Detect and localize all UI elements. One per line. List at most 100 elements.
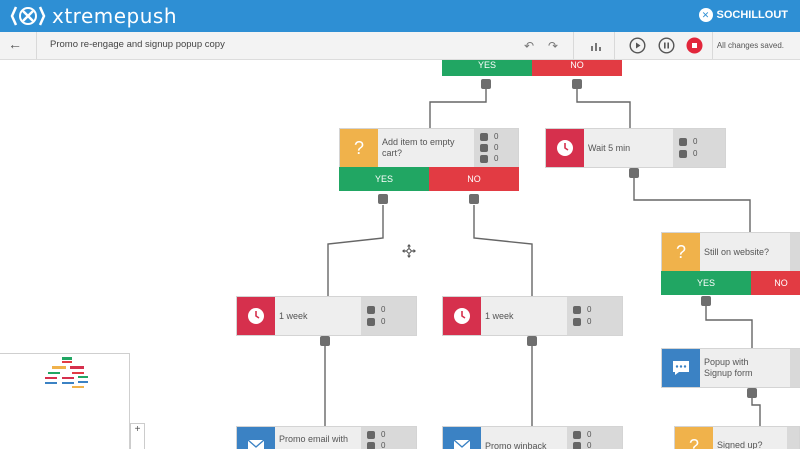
account-name: SOCHILLOUT (716, 9, 789, 21)
users-icon (679, 137, 687, 146)
svg-text:?: ? (689, 436, 699, 449)
output-port[interactable] (527, 336, 537, 346)
toolbar-divider (573, 32, 574, 59)
svg-text:?: ? (676, 242, 686, 262)
output-port[interactable] (481, 79, 491, 89)
node-stats: 0 0 (361, 427, 416, 449)
node-popup-signup[interactable]: Popup with Signup form (661, 348, 800, 388)
clock-small-icon (573, 317, 581, 326)
output-port[interactable] (320, 336, 330, 346)
node-promo-winback[interactable]: Promo winback 0 0 (442, 426, 623, 449)
account-badge-icon: ✕ (698, 8, 713, 22)
app-bar: xtremepush ✕ SOCHILLOUT (0, 0, 800, 32)
top-yes-branch[interactable]: YES (442, 60, 532, 76)
clock-small-icon (679, 149, 687, 158)
cart-yes-branch[interactable]: YES (339, 167, 429, 191)
node-label: Popup with Signup form (704, 357, 753, 378)
users-icon (480, 132, 488, 141)
node-stats (790, 349, 800, 387)
flow-canvas[interactable]: YES NO ? Add item to empty cart? 0 0 0 Y… (0, 60, 800, 449)
website-no-branch[interactable]: NO (751, 271, 800, 295)
website-yes-branch[interactable]: YES (661, 271, 751, 295)
campaign-title[interactable]: Promo re-engage and signup popup copy (50, 39, 225, 50)
clock-small-icon (367, 317, 375, 326)
node-stats: 0 0 0 (474, 129, 518, 167)
svg-text:?: ? (354, 138, 364, 158)
brand-name: xtremepush (52, 4, 178, 28)
check-icon (480, 143, 488, 152)
output-port[interactable] (747, 388, 757, 398)
move-cursor-icon (402, 244, 416, 258)
clock-icon (546, 129, 584, 167)
mail-open-icon (573, 441, 581, 449)
node-stats (787, 427, 799, 449)
node-still-on-website[interactable]: ? Still on website? (661, 232, 800, 272)
node-stats: 0 0 (361, 297, 416, 335)
connector (705, 300, 753, 348)
stats-icon[interactable] (588, 38, 604, 54)
redo-icon[interactable]: ↷ (547, 39, 559, 53)
node-label: Add item to empty cart? (382, 137, 455, 158)
node-stats: 0 0 (673, 129, 725, 167)
question-icon: ? (662, 233, 700, 271)
question-icon: ? (675, 427, 713, 449)
node-1-week-left[interactable]: 1 week 0 0 (236, 296, 417, 336)
play-icon[interactable] (629, 37, 646, 54)
cancel-icon (480, 154, 488, 163)
node-stats: 0 0 (567, 427, 622, 449)
output-port[interactable] (701, 296, 711, 306)
save-status: All changes saved. (716, 41, 784, 50)
flow-minimap[interactable] (0, 353, 130, 449)
xtremepush-logo-icon (10, 6, 46, 26)
email-icon (443, 427, 481, 449)
undo-icon[interactable]: ↶ (523, 39, 535, 53)
connector (429, 86, 487, 128)
node-label: Wait 5 min (588, 143, 631, 153)
output-port[interactable] (378, 194, 388, 204)
node-label: Signed up? (717, 440, 763, 449)
node-stats (790, 233, 800, 271)
node-stats: 0 0 (567, 297, 622, 335)
node-1-week-right[interactable]: 1 week 0 0 (442, 296, 623, 336)
connector (633, 175, 751, 232)
website-branch-switch: YES NO (661, 271, 800, 295)
chat-icon (662, 349, 700, 387)
clock-icon (443, 297, 481, 335)
connector (576, 86, 631, 130)
email-icon (237, 427, 275, 449)
mail-open-icon (367, 441, 375, 449)
editor-toolbar: ← Promo re-engage and signup popup copy … (0, 32, 800, 60)
users-icon (573, 305, 581, 314)
toolbar-divider (36, 32, 37, 59)
node-promo-email[interactable]: Promo email with 0 0 (236, 426, 417, 449)
zoom-in-button[interactable]: + (134, 424, 141, 435)
top-branch-switch: YES NO (442, 60, 622, 76)
cart-no-branch[interactable]: NO (429, 167, 519, 191)
mail-sent-icon (573, 430, 581, 439)
node-label: 1 week (279, 311, 308, 321)
node-label: 1 week (485, 311, 514, 321)
node-signed-up[interactable]: ? Signed up? (674, 426, 800, 449)
node-label: Promo email with (279, 434, 349, 444)
brand-logo[interactable]: xtremepush (10, 4, 177, 28)
back-arrow-icon[interactable]: ← (8, 36, 22, 52)
account-menu[interactable]: ✕ SOCHILLOUT (698, 8, 789, 22)
minimap-preview (45, 357, 88, 388)
clock-icon (237, 297, 275, 335)
stop-icon[interactable] (686, 37, 703, 54)
users-icon (367, 305, 375, 314)
node-add-to-cart[interactable]: ? Add item to empty cart? 0 0 0 (339, 128, 519, 168)
zoom-controls: + (130, 423, 145, 449)
output-port[interactable] (469, 194, 479, 204)
output-port[interactable] (629, 168, 639, 178)
pause-icon[interactable] (658, 37, 675, 54)
mail-sent-icon (367, 430, 375, 439)
question-icon: ? (340, 129, 378, 167)
connector (327, 205, 384, 296)
output-port[interactable] (572, 79, 582, 89)
connector (473, 205, 533, 296)
node-label: Promo winback (485, 441, 547, 449)
top-no-branch[interactable]: NO (532, 60, 622, 76)
toolbar-divider (614, 32, 615, 59)
node-wait-5-min[interactable]: Wait 5 min 0 0 (545, 128, 726, 168)
